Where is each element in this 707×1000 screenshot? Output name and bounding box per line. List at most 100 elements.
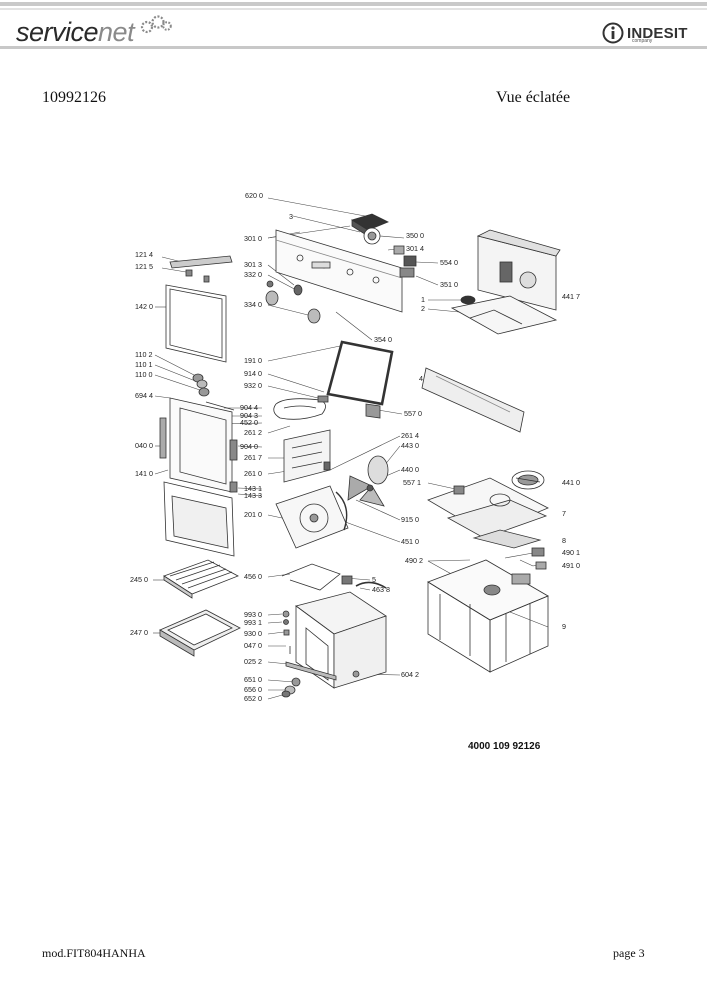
label: 142 0 (135, 302, 153, 311)
oven-cavity (281, 563, 387, 689)
outer-door (163, 481, 235, 557)
label: 2 (421, 304, 425, 313)
label: 7 (562, 509, 566, 518)
indesit-wordmark: INDESIT (627, 24, 688, 42)
view-title: Vue éclatée (496, 89, 571, 106)
label: 350 0 (406, 231, 424, 240)
indesit-mark-icon (602, 22, 624, 44)
logo-text-net: net (98, 17, 135, 47)
part-drawings (159, 213, 561, 698)
label: 651 0 (244, 675, 262, 684)
label: 620 0 (245, 191, 263, 200)
clips-490 (531, 547, 547, 570)
label: 554 0 (440, 258, 458, 267)
wire-rack (163, 559, 239, 599)
logo-text-service: service (16, 17, 99, 47)
label: 040 0 (135, 441, 153, 450)
indesit-logo: INDESIT (602, 22, 688, 44)
label: 191 0 (244, 356, 262, 365)
label: 904 4 (240, 403, 258, 412)
servicenet-logo: servicenet (16, 17, 135, 47)
control-panel (275, 229, 403, 313)
oven-base (427, 477, 549, 539)
label: 441 7 (562, 292, 580, 301)
label: 5 (372, 575, 376, 584)
label: 141 0 (135, 469, 153, 478)
label: 456 0 (244, 572, 262, 581)
label: 557 0 (404, 409, 422, 418)
label: 452 0 (240, 418, 258, 427)
knobs-334 (265, 280, 321, 324)
label: 915 0 (401, 515, 419, 524)
label: 993 0 (244, 610, 262, 619)
top-rule-thin (0, 8, 707, 10)
label: 451 0 (401, 537, 419, 546)
label: 351 0 (440, 280, 458, 289)
label: 3 (289, 212, 293, 221)
rear-plate (275, 485, 349, 549)
label: 930 0 (244, 629, 262, 638)
rear-top-panel (476, 229, 561, 311)
support-rod (421, 367, 525, 433)
label: 904 3 (240, 411, 258, 420)
clip-557 (365, 403, 381, 419)
oven-frame (427, 559, 549, 673)
part-labels: 620 0 3 350 0 301 0 301 4 121 4 121 5 30… (130, 191, 580, 703)
label: 245 0 (130, 575, 148, 584)
top-rule (0, 2, 707, 6)
screws-feet (281, 610, 360, 698)
label: 332 0 (244, 270, 262, 279)
label: 932 0 (244, 381, 262, 390)
convection-fan (347, 455, 389, 507)
oven-gasket (326, 340, 394, 406)
label: 121 4 (135, 250, 153, 259)
label: 1 (421, 295, 425, 304)
label: 9 (562, 622, 566, 631)
header-rule (0, 46, 707, 49)
label: 261 4 (401, 431, 419, 440)
cooling-motor (511, 470, 545, 490)
label: 354 0 (374, 335, 392, 344)
label: 143 1 (244, 484, 262, 493)
switch-554 (393, 245, 417, 278)
label: 491 0 (562, 561, 580, 570)
label: 652 0 (244, 694, 262, 703)
label: 143 3 (244, 491, 262, 500)
label: 110 2 (135, 350, 152, 359)
plate-8 (472, 529, 542, 549)
label: 110 1 (135, 360, 152, 369)
label: 656 0 (244, 685, 262, 694)
label: 121 5 (135, 262, 153, 271)
label: 441 0 (562, 478, 580, 487)
label: 261 7 (244, 453, 262, 462)
part-number: 4000 109 92126 (468, 741, 541, 752)
label: 334 0 (244, 300, 262, 309)
baking-tray (159, 609, 241, 657)
label: 8 (562, 536, 566, 545)
label: 201 0 (244, 510, 262, 519)
label: 247 0 (130, 628, 148, 637)
side-panels (283, 429, 331, 483)
label: 110 0 (135, 370, 152, 379)
document-code: 10992126 (42, 89, 106, 106)
footer-page: page 3 (613, 946, 645, 960)
label: 025 2 (244, 657, 262, 666)
indesit-subtext: company (632, 38, 653, 44)
gears-icon (140, 15, 172, 34)
label: 490 2 (405, 556, 423, 565)
label: 490 1 (562, 548, 580, 557)
label: 463 8 (372, 585, 390, 594)
label: 301 3 (244, 260, 262, 269)
label: 914 0 (244, 369, 262, 378)
label: 261 0 (244, 469, 262, 478)
door-rail (169, 255, 233, 283)
grill-element (273, 395, 329, 420)
label: 993 1 (244, 618, 262, 627)
door-frame (159, 397, 238, 493)
inner-glass (165, 284, 227, 363)
knob-350 (363, 227, 381, 245)
label: 301 4 (406, 244, 424, 253)
label: 694 4 (135, 391, 153, 400)
label: 440 0 (401, 465, 419, 474)
